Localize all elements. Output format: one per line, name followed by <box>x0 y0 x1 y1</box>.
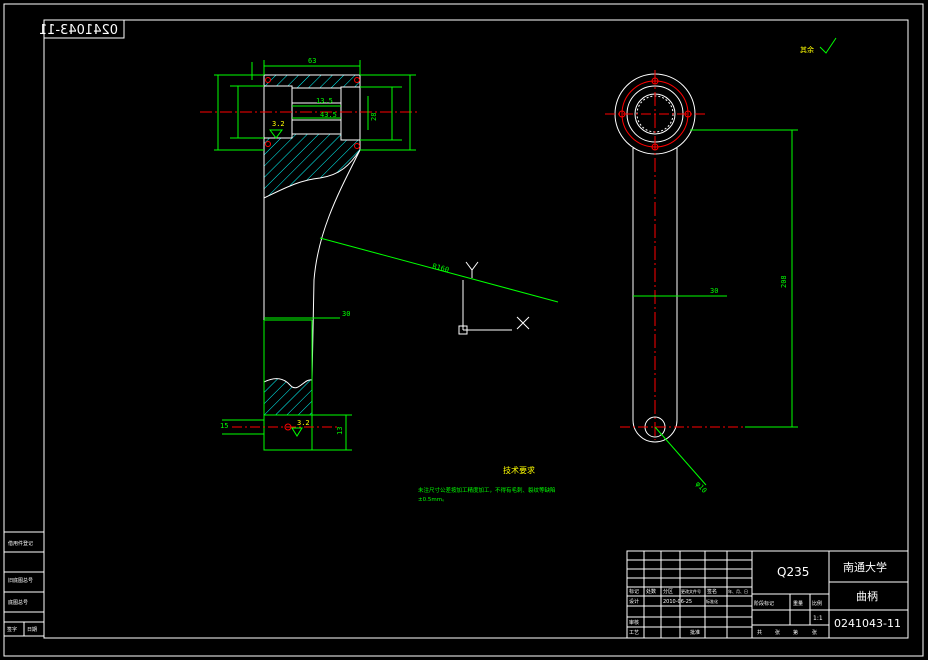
dim-208: 208 <box>780 275 788 288</box>
r160-leader <box>319 237 559 303</box>
side-table-r3: 底图总号 <box>8 599 28 606</box>
side-view-dimensions <box>214 60 416 451</box>
tb-sheet: 张 <box>775 629 780 636</box>
pin-hole-marker <box>284 423 292 431</box>
tb-change-doc: 更改文件号 <box>681 588 701 594</box>
tb-signature: 签名 <box>707 588 717 595</box>
front-view-dimensions <box>633 129 798 486</box>
material: Q235 <box>777 565 809 579</box>
side-table-r1: 借用件登记 <box>8 540 33 547</box>
roughness-symbol <box>819 37 837 54</box>
side-view <box>200 74 420 451</box>
tb-date: 年、月、日 <box>728 588 748 594</box>
roughness-note: 其余 <box>800 45 814 54</box>
dim-phi10: φ10 <box>694 480 708 495</box>
tb-sheet2: 张 <box>812 629 817 636</box>
tech-req-title: 技术要求 <box>503 465 535 475</box>
side-table <box>3 531 45 637</box>
drawing-number-mirrored: 0241043-11 <box>39 23 118 38</box>
ra-top-symbol <box>269 129 283 139</box>
bottom-hatch <box>263 378 313 416</box>
dim-r160: R160 <box>431 262 449 274</box>
hub-marker-3 <box>265 141 271 147</box>
ra-top: 3.2 <box>272 120 285 128</box>
tech-req-line2: ±0.5mm。 <box>418 497 448 503</box>
tb-review: 审核 <box>629 619 639 626</box>
dim-63: 63 <box>308 57 316 65</box>
title-block-grid <box>626 550 909 639</box>
tech-req-line1: 未注尺寸公差按加工精度加工，不得有毛刺、裂纹等缺陷 <box>418 486 556 494</box>
hub-hatch-bottom <box>263 133 361 199</box>
outer-border <box>3 3 924 657</box>
side-table-r4: 签字 <box>7 626 17 633</box>
tb-zone: 分区 <box>663 588 673 595</box>
drawing-number-box <box>43 19 125 39</box>
dim-28: 28 <box>370 113 378 121</box>
side-table-r5: 日期 <box>27 627 37 633</box>
dim-13: 13 <box>336 427 344 435</box>
tb-no: 第 <box>793 629 798 636</box>
tb-count: 处数 <box>646 588 656 595</box>
tb-total: 共 <box>757 629 762 636</box>
tb-weight: 重量 <box>793 600 803 607</box>
tb-ratio: 比例 <box>812 600 822 607</box>
hub-marker-1 <box>265 77 271 83</box>
hub-marker-2 <box>354 77 360 83</box>
dim-30-side: 30 <box>342 310 350 318</box>
ucs-icon <box>458 261 530 335</box>
inner-frame <box>43 19 909 639</box>
dim-43-5: 43.5 <box>320 111 337 119</box>
hub-marker-4 <box>354 143 360 149</box>
tb-designer: 设计 <box>629 598 639 605</box>
dim-13-5: 13.5 <box>316 97 333 105</box>
dim-30-front: 30 <box>710 287 718 295</box>
tb-design-date: 2010-06-25 <box>663 599 692 605</box>
tb-approve: 批准 <box>690 629 700 636</box>
crank-arm <box>632 148 678 443</box>
scale-value: 1:1 <box>813 615 823 622</box>
side-table-r2: 旧底图总号 <box>8 577 33 584</box>
ra-bottom-symbol <box>291 427 303 437</box>
school-name: 南通大学 <box>843 560 887 574</box>
drawing-number: 0241043-11 <box>834 617 901 630</box>
dim-15: 15 <box>220 422 228 430</box>
tb-stage-mark: 阶段标记 <box>754 600 774 607</box>
tb-standardize: 标准化 <box>706 598 718 604</box>
ra-bottom: 3.2 <box>297 419 310 427</box>
tb-mark: 标记 <box>629 588 639 595</box>
tb-process: 工艺 <box>629 630 639 636</box>
front-view <box>605 70 745 443</box>
part-name: 曲柄 <box>856 590 878 603</box>
hub-counterbore <box>340 86 361 141</box>
